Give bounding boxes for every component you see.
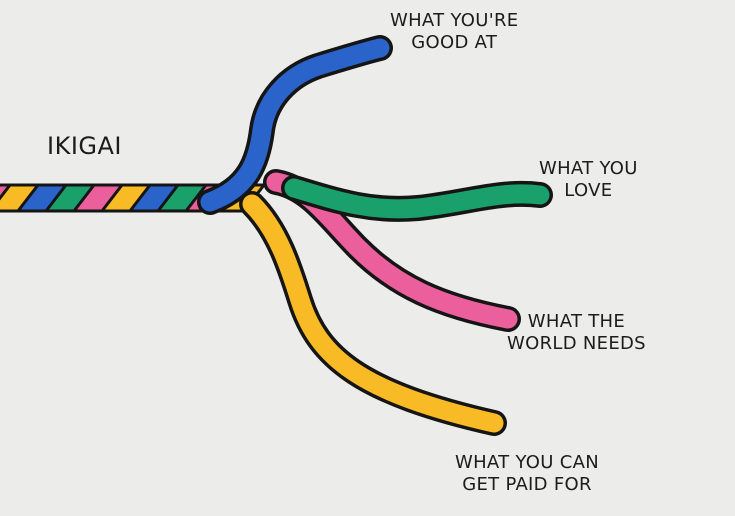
strand-green <box>284 178 550 219</box>
label-world-needs: WHAT THE WORLD NEEDS <box>507 311 646 355</box>
label-world-needs-line-1: WHAT THE <box>527 311 626 332</box>
rope-strands <box>197 35 553 436</box>
label-good-at-line-1: WHAT YOU'RE <box>390 10 519 31</box>
diagram-title: IKIGAI <box>47 132 122 160</box>
label-paid-for-line-2: GET PAID FOR <box>462 474 592 495</box>
label-good-at-line-2: GOOD AT <box>411 32 498 53</box>
strand-yellow <box>242 194 504 433</box>
label-love: WHAT YOU LOVE <box>539 158 638 202</box>
label-good-at: WHAT YOU'RE GOOD AT <box>390 10 518 54</box>
label-love-line-2: LOVE <box>564 180 613 201</box>
label-paid-for-line-1: WHAT YOU CAN <box>455 452 599 473</box>
label-world-needs-line-2: WORLD NEEDS <box>507 333 646 354</box>
label-paid-for: WHAT YOU CAN GET PAID FOR <box>455 452 599 496</box>
strand-blue <box>200 38 390 212</box>
label-love-line-1: WHAT YOU <box>539 158 638 179</box>
